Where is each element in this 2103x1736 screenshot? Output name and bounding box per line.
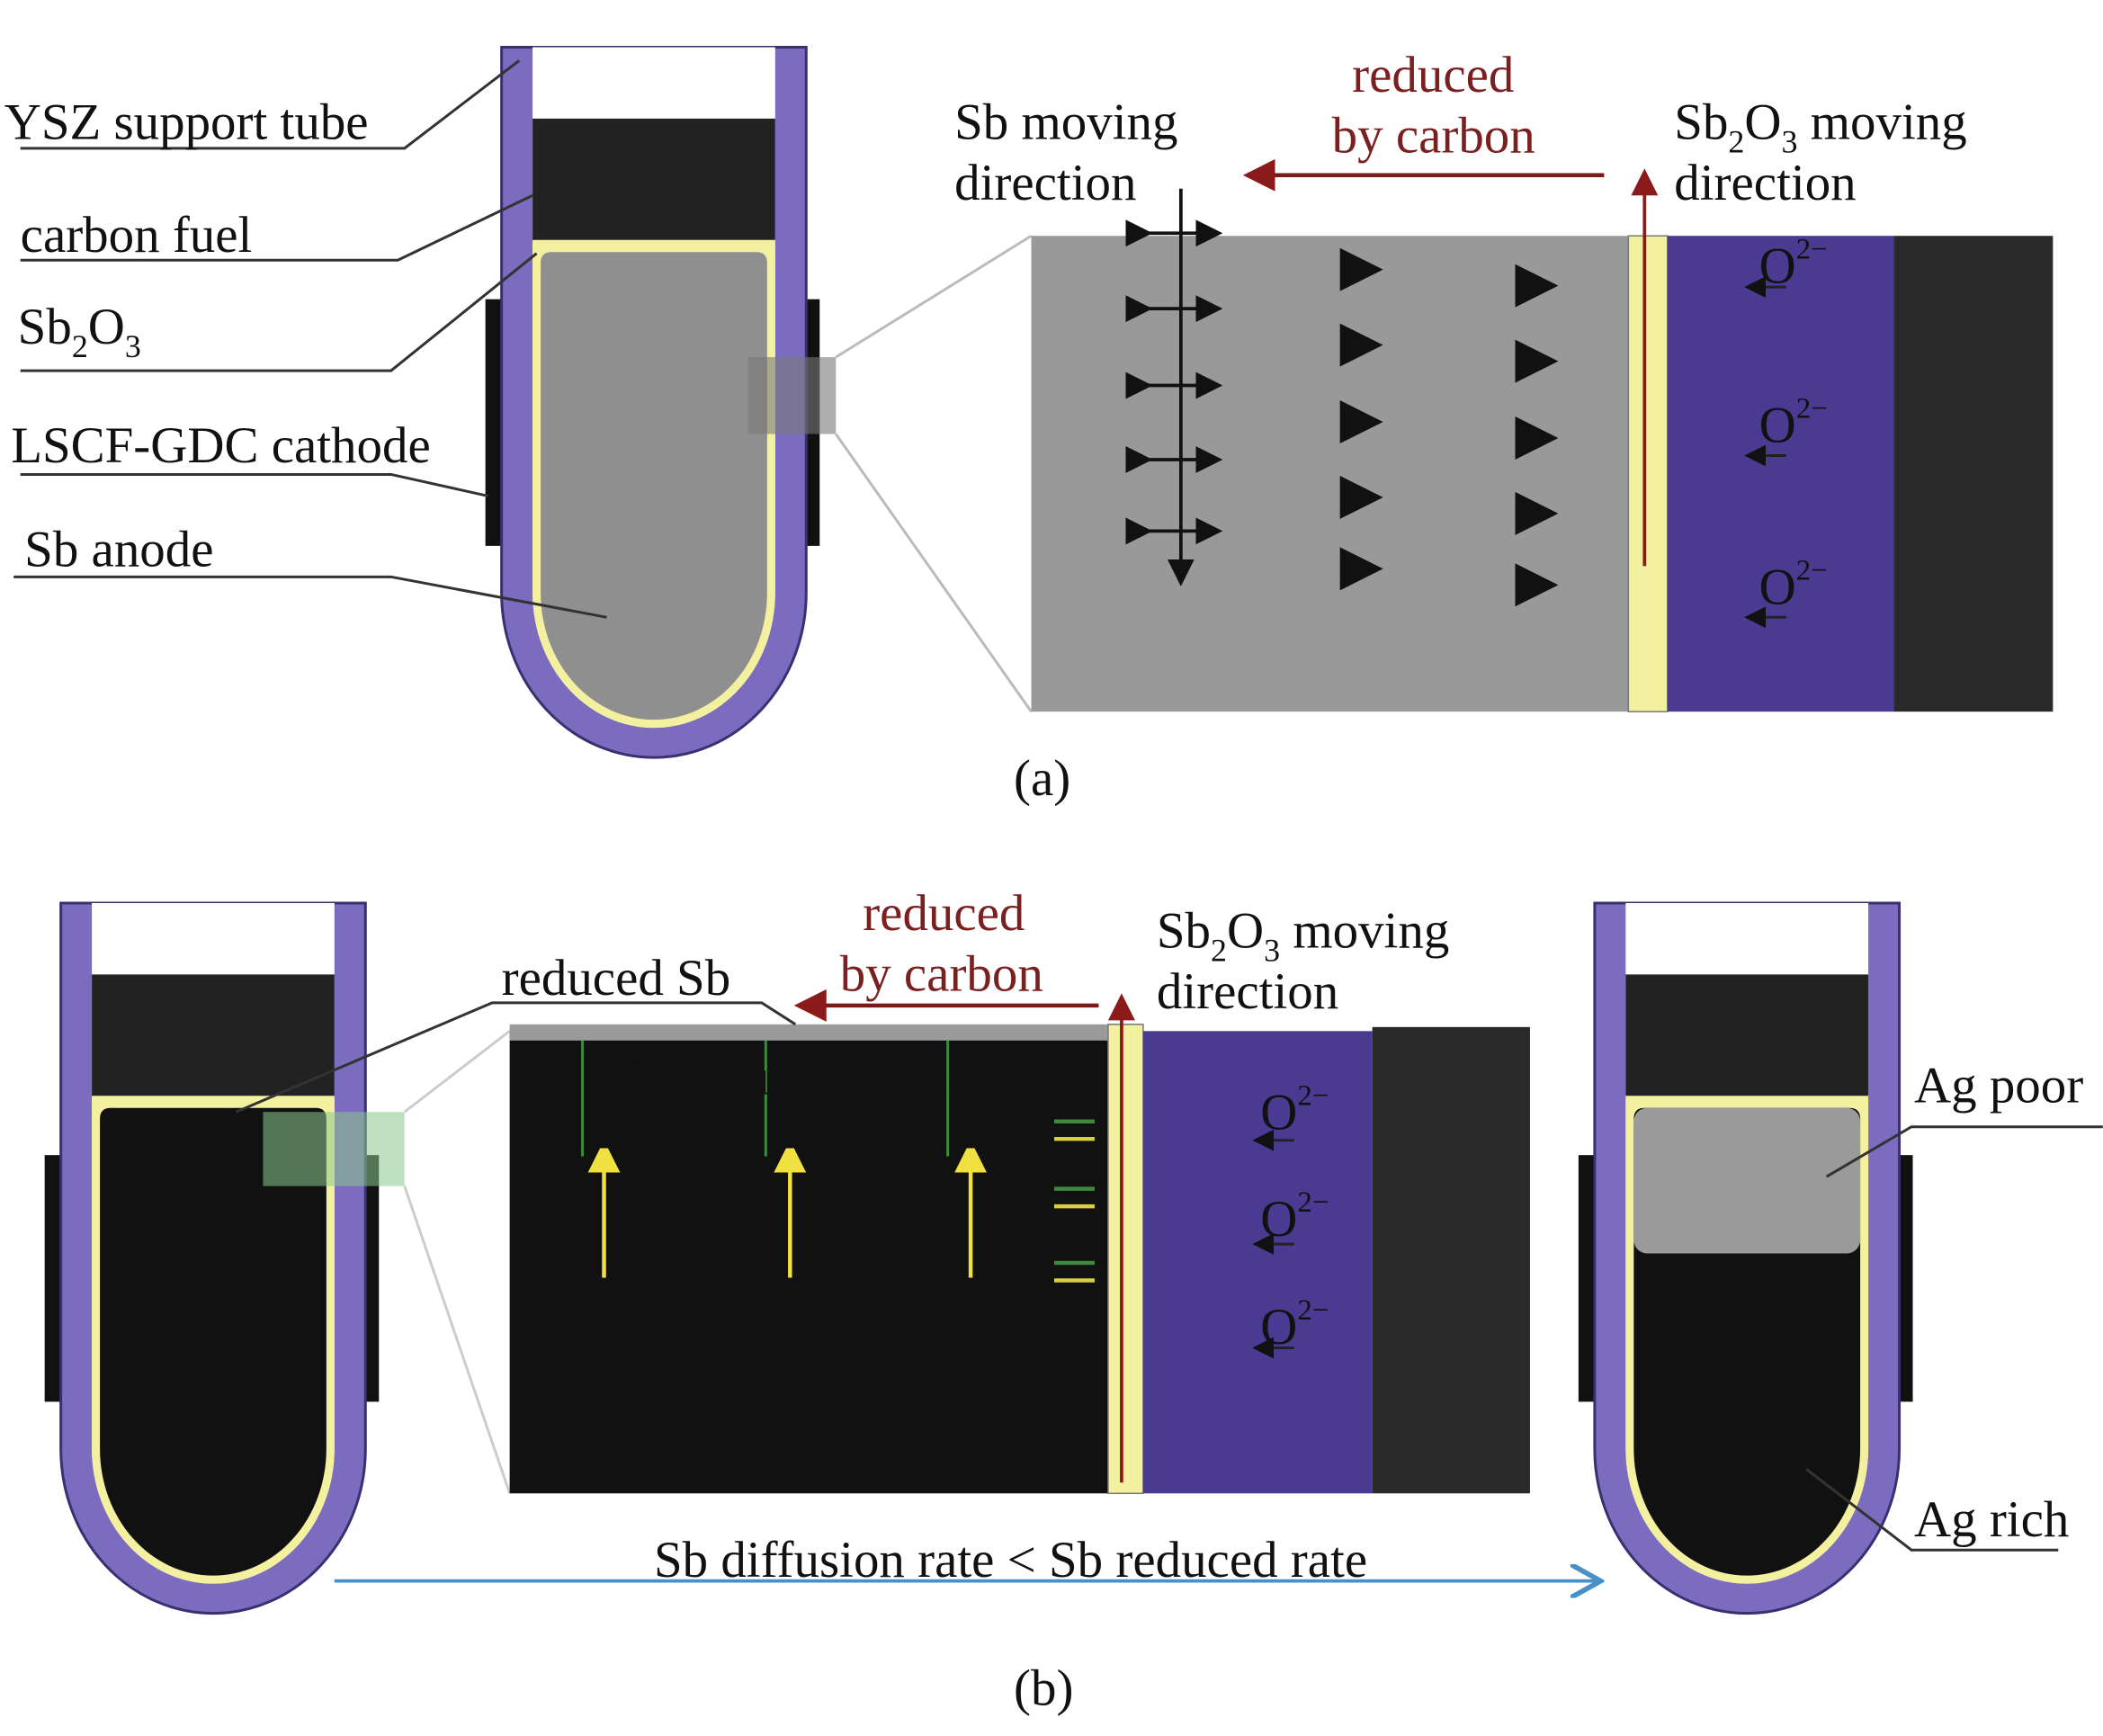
reduced-label-b: reduced [863,885,1025,942]
sb-moving-label-2: direction [954,155,1136,211]
label-lscf-gdc-cathode: LSCF-GDC cathode [11,417,431,474]
cell-tube-b-initial [43,901,380,1615]
panel-b: Sb-Ag solution Sb diffusion direction Ag… [43,885,2103,1717]
svg-text:O2−: O2− [1759,234,1828,295]
sb-diffusion-label: Sb diffusion direction [604,1050,1051,1106]
ag-diffusion-label: Ag diffusion direction [583,1289,1037,1346]
label-carbon-fuel: carbon fuel [21,207,253,264]
rate-label: Sb diffusion rate < Sb reduced rate [654,1532,1367,1588]
interface-small-arrows [1053,1119,1095,1283]
sb2o3-moving-label-a: Sb2O3 moving [1674,94,1966,159]
ag-poor-label: Ag poor [1914,1058,2083,1114]
sb-ag-solution-label-2: solution [124,1418,290,1474]
reduced-sb-layer [509,1024,1108,1041]
svg-text:O2−: O2− [1260,1294,1329,1356]
magnified-interface-a [1031,235,2054,712]
oxide-ions-b: O2− O2− O2− [1257,1080,1329,1356]
sb2o3-direction-label-b: direction [1157,963,1338,1020]
by-carbon-label-a: by carbon [1332,107,1535,164]
svg-text:O2−: O2− [1759,554,1828,615]
sb2o3-moving-label-b: Sb2O3 moving [1157,902,1449,968]
by-carbon-label-b: by carbon [840,945,1043,1002]
sb-movement-arrows [1125,188,1559,607]
panel-a: YSZ support tube carbon fuel Sb2O3 LSCF-… [4,45,2054,807]
sb2o3-direction-label-a: direction [1674,155,1856,211]
oxide-ions-a: O2− O2− O2− [1750,234,1828,618]
label-sb2o3: Sb2O3 [18,299,141,364]
sb-moving-label: Sb moving [954,94,1177,150]
sb-ag-solution-label: Sb-Ag [139,1356,273,1413]
zoom-region-a [747,357,837,434]
sb-diffusion-lines [581,1040,950,1157]
zoom-region-b [263,1112,405,1186]
ag-poor-region [1633,1107,1861,1254]
svg-text:O2−: O2− [1260,1186,1329,1248]
svg-text:O2−: O2− [1759,393,1828,454]
leader-lines [13,59,607,619]
sb-ag-solution [100,1107,327,1576]
label-ysz-support-tube: YSZ support tube [4,94,369,150]
caption-b: (b) [1014,1660,1073,1717]
cell-tube-b-final [1577,901,1915,1615]
ag-diffusion-arrows [604,1157,971,1278]
caption-a: (a) [1014,750,1070,807]
svg-text:O2−: O2− [1260,1080,1329,1141]
magnified-interface-b [509,1024,1530,1495]
reduced-sb-label: reduced Sb [502,950,731,1007]
label-sb-anode: Sb anode [24,521,213,577]
cell-tube-a [484,45,821,759]
ag-rich-label: Ag rich [1914,1491,2069,1548]
reduced-label-a: reduced [1352,47,1514,103]
sb-anode [541,252,767,720]
